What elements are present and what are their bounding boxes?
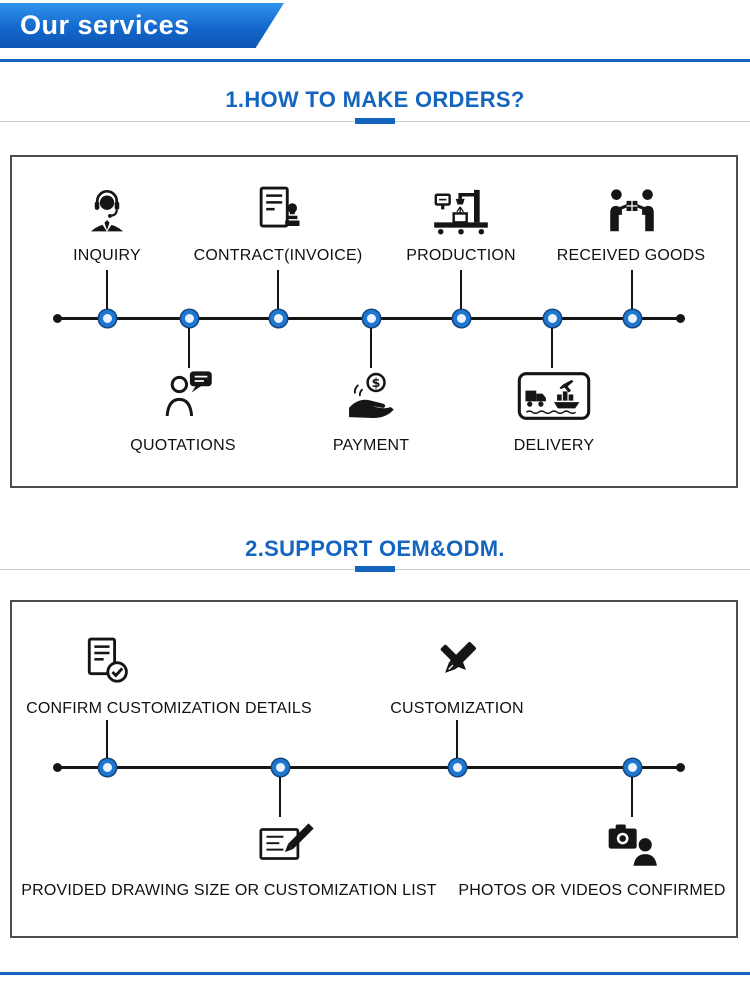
svg-text:$: $ <box>372 375 381 390</box>
section1-heading-accent <box>355 118 395 124</box>
step-label-received-goods: RECEIVED GOODS <box>556 247 706 264</box>
timeline-node-quotations <box>181 310 198 327</box>
banner-title: Our services <box>20 10 190 40</box>
customer-service-icon <box>80 185 134 239</box>
connector-line <box>188 328 190 368</box>
step-label-confirm-details: CONFIRM CUSTOMIZATION DETAILS <box>26 700 312 717</box>
production-machine-icon <box>431 185 491 237</box>
step-label-customization: CUSTOMIZATION <box>390 700 524 717</box>
order-process-box: INQUIRY CONTRACT(INVOICE) <box>10 155 738 488</box>
timeline-endpoint-left <box>53 314 62 323</box>
step-label-inquiry: INQUIRY <box>73 247 141 264</box>
footer-rule <box>0 972 750 975</box>
timeline-node-received <box>624 310 641 327</box>
connector-line <box>106 720 108 758</box>
connector-line <box>279 777 281 817</box>
timeline-node-customization <box>449 759 466 776</box>
step-label-quotations: QUOTATIONS <box>130 437 236 454</box>
timeline-node-confirm <box>99 759 116 776</box>
confirm-document-icon <box>80 634 134 688</box>
contract-stamp-icon <box>251 183 305 237</box>
step-label-provided-drawing: PROVIDED DRAWING SIZE OR CUSTOMIZATION L… <box>21 882 437 899</box>
timeline-endpoint-right <box>676 314 685 323</box>
connector-line <box>460 270 462 309</box>
delivery-transport-icon <box>517 371 591 421</box>
timeline-node-payment <box>363 310 380 327</box>
drawing-list-icon <box>256 818 314 870</box>
timeline-node-drawing <box>272 759 289 776</box>
timeline-line <box>57 766 681 769</box>
customization-pens-icon <box>430 634 484 688</box>
connector-line <box>106 270 108 309</box>
connector-line <box>370 328 372 368</box>
connector-line <box>277 270 279 309</box>
section2-heading-accent <box>355 566 395 572</box>
services-banner: Our services <box>0 3 284 48</box>
timeline-node-production <box>453 310 470 327</box>
timeline-node-inquiry <box>99 310 116 327</box>
banner-underline <box>0 59 750 62</box>
handover-goods-icon <box>604 185 660 237</box>
connector-line <box>631 270 633 309</box>
payment-hand-icon: $ <box>343 369 399 423</box>
timeline-node-contract <box>270 310 287 327</box>
connector-line <box>631 777 633 817</box>
timeline-endpoint-left <box>53 763 62 772</box>
timeline-endpoint-right <box>676 763 685 772</box>
section1-heading: 1.HOW TO MAKE ORDERS? <box>225 87 525 112</box>
timeline-node-delivery <box>544 310 561 327</box>
connector-line <box>551 328 553 368</box>
timeline-node-photos <box>624 759 641 776</box>
photo-video-icon <box>604 818 660 870</box>
step-label-contract: CONTRACT(INVOICE) <box>193 247 363 264</box>
connector-line <box>456 720 458 758</box>
step-label-photos-confirmed: PHOTOS OR VIDEOS CONFIRMED <box>458 882 726 899</box>
step-label-payment: PAYMENT <box>332 437 410 454</box>
quotation-chat-icon <box>161 367 217 423</box>
oem-odm-box: CONFIRM CUSTOMIZATION DETAILS CUSTOMIZAT… <box>10 600 738 938</box>
step-label-delivery: DELIVERY <box>513 437 595 454</box>
section2-heading: 2.SUPPORT OEM&ODM. <box>245 536 505 561</box>
step-label-production: PRODUCTION <box>406 247 516 264</box>
